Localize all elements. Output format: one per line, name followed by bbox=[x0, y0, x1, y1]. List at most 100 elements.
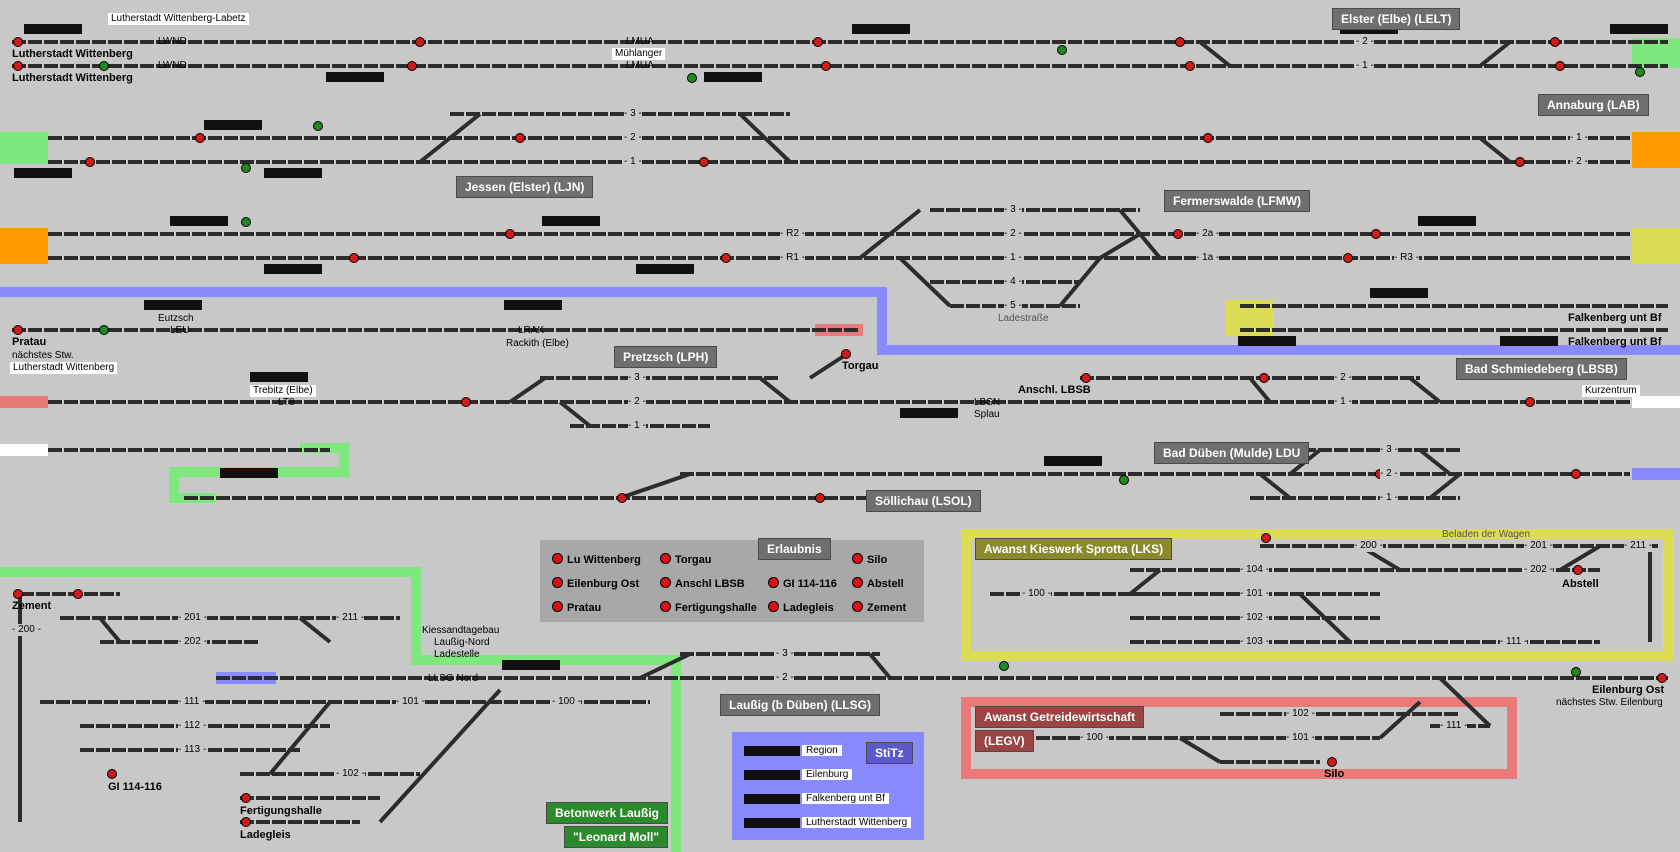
label-lbsn: LBSN bbox=[974, 397, 1001, 408]
track-number: - 113 - bbox=[178, 744, 207, 756]
erlaubnis-pratau[interactable]: Pratau bbox=[552, 601, 601, 614]
signal-green bbox=[99, 325, 109, 335]
stitz-lw[interactable]: Lutherstadt Wittenberg bbox=[744, 817, 912, 828]
track-number: - 2 - bbox=[624, 132, 642, 144]
track-number: - 4 - bbox=[1004, 276, 1022, 288]
label-lwnd-1: LWND bbox=[158, 36, 187, 47]
track bbox=[418, 112, 482, 164]
track-number: - 2 - bbox=[1356, 36, 1374, 48]
signal-red bbox=[505, 229, 515, 239]
edge-white-right bbox=[1632, 396, 1680, 408]
stitz-eilenburg[interactable]: Eilenburg bbox=[744, 769, 853, 780]
track-number: - 3 - bbox=[628, 372, 646, 384]
erlaubnis-eilenburg-ost[interactable]: Eilenburg Ost bbox=[552, 577, 639, 590]
block-indicator bbox=[744, 817, 800, 828]
signal-red bbox=[13, 589, 23, 599]
track bbox=[639, 652, 691, 680]
erlaubnis-torgau[interactable]: Torgau bbox=[660, 553, 711, 566]
signal-red bbox=[1371, 229, 1381, 239]
label-lmua-2: LMUA bbox=[626, 60, 654, 71]
track-number: - 1 - bbox=[1004, 252, 1022, 264]
block-indicator bbox=[24, 24, 82, 34]
track bbox=[1408, 376, 1442, 404]
erlaubnis-ladegleis[interactable]: Ladegleis bbox=[768, 601, 834, 614]
track-number: - 5 - bbox=[1004, 300, 1022, 312]
signal-red bbox=[1657, 673, 1667, 683]
zone-red-getreide bbox=[961, 697, 1517, 779]
track-number: - 201 - bbox=[1524, 540, 1553, 552]
signal-green bbox=[313, 121, 323, 131]
signal-red bbox=[73, 589, 83, 599]
signal-icon bbox=[852, 553, 863, 564]
signal-red bbox=[515, 133, 525, 143]
signal-red bbox=[107, 769, 117, 779]
erlaubnis-zement[interactable]: Zement bbox=[852, 601, 906, 614]
edge-yellow-right bbox=[1632, 228, 1680, 264]
erlaubnis-silo[interactable]: Silo bbox=[852, 553, 887, 566]
signal-red bbox=[815, 493, 825, 503]
signal-red bbox=[617, 493, 627, 503]
edge-orange-right bbox=[1632, 132, 1680, 168]
block-indicator bbox=[744, 769, 800, 780]
signal-icon bbox=[660, 577, 671, 588]
stitz-falkenberg[interactable]: Falkenberg unt Bf bbox=[744, 793, 889, 804]
erlaubnis-gi[interactable]: GI 114-116 bbox=[768, 577, 837, 590]
stitz-region[interactable]: Region bbox=[744, 745, 842, 756]
track bbox=[1378, 700, 1422, 740]
signal-red bbox=[721, 253, 731, 263]
station-laussig: Laußig (b Düben) (LLSG) bbox=[720, 694, 880, 716]
track bbox=[758, 376, 792, 404]
track bbox=[378, 688, 502, 824]
track bbox=[1438, 676, 1492, 728]
signal-red bbox=[1571, 469, 1581, 479]
label-lw-1: Lutherstadt Wittenberg bbox=[12, 48, 133, 60]
track-number: - 2 - bbox=[1380, 468, 1398, 480]
track bbox=[1248, 376, 1272, 404]
block-indicator bbox=[204, 120, 262, 130]
signal-green bbox=[999, 661, 1009, 671]
signal-red bbox=[1203, 133, 1213, 143]
track-number: - 1 - bbox=[1570, 132, 1588, 144]
track-number: - 111 - bbox=[1500, 636, 1528, 648]
signals bbox=[13, 37, 1667, 827]
block-indicator bbox=[542, 216, 600, 226]
label-falkenberg-1: Falkenberg unt Bf bbox=[1568, 312, 1662, 324]
zone-yellow-kieswerk bbox=[961, 529, 1673, 661]
signal-green bbox=[1635, 67, 1645, 77]
track-number: - R3 - bbox=[1394, 252, 1419, 264]
signal-red bbox=[407, 61, 417, 71]
erlaubnis-abstell[interactable]: Abstell bbox=[852, 577, 904, 590]
station-betonwerk: Betonwerk Laußig bbox=[546, 802, 669, 824]
signal-red bbox=[1343, 253, 1353, 263]
signal-red bbox=[1081, 373, 1091, 383]
track-number: - 111 - bbox=[1440, 720, 1468, 732]
label-kurzentrum: Kurzentrum bbox=[1582, 385, 1640, 397]
block-indicator bbox=[326, 72, 384, 82]
zone-green-lower-left bbox=[0, 567, 681, 852]
station-jessen: Jessen (Elster) (LJN) bbox=[456, 176, 594, 198]
label-muehlanger: Mühlanger bbox=[612, 48, 666, 60]
block-indicator bbox=[1238, 336, 1296, 346]
signal-icon bbox=[552, 577, 563, 588]
station-annaburg: Annaburg (LAB) bbox=[1538, 94, 1649, 116]
label-zement: Zement bbox=[12, 600, 52, 612]
track-number: - 104 - bbox=[1240, 564, 1269, 576]
track-number: - 1 - bbox=[1356, 60, 1374, 72]
track bbox=[268, 700, 332, 776]
track bbox=[1258, 472, 1292, 500]
edge-blue-right bbox=[1632, 468, 1680, 480]
track bbox=[738, 112, 792, 164]
track-number: - 1 - bbox=[1334, 396, 1352, 408]
station-getreide: Awanst Getreidewirtschaft bbox=[975, 706, 1145, 728]
track-number: - 2 - bbox=[1334, 372, 1352, 384]
signal-red bbox=[813, 37, 823, 47]
signal-red bbox=[1327, 757, 1337, 767]
track-number: - 1 - bbox=[624, 156, 642, 168]
erlaubnis-fertigungshalle[interactable]: Fertigungshalle bbox=[660, 601, 757, 614]
label-lmua-1: LMUA bbox=[626, 36, 654, 47]
erlaubnis-lu-wittenberg[interactable]: Lu Wittenberg bbox=[552, 553, 641, 566]
track-number: - 100 - bbox=[1022, 588, 1051, 600]
track bbox=[619, 472, 691, 500]
track-number: - 2 - bbox=[776, 672, 794, 684]
erlaubnis-anschl-lbsb[interactable]: Anschl LBSB bbox=[660, 577, 745, 590]
